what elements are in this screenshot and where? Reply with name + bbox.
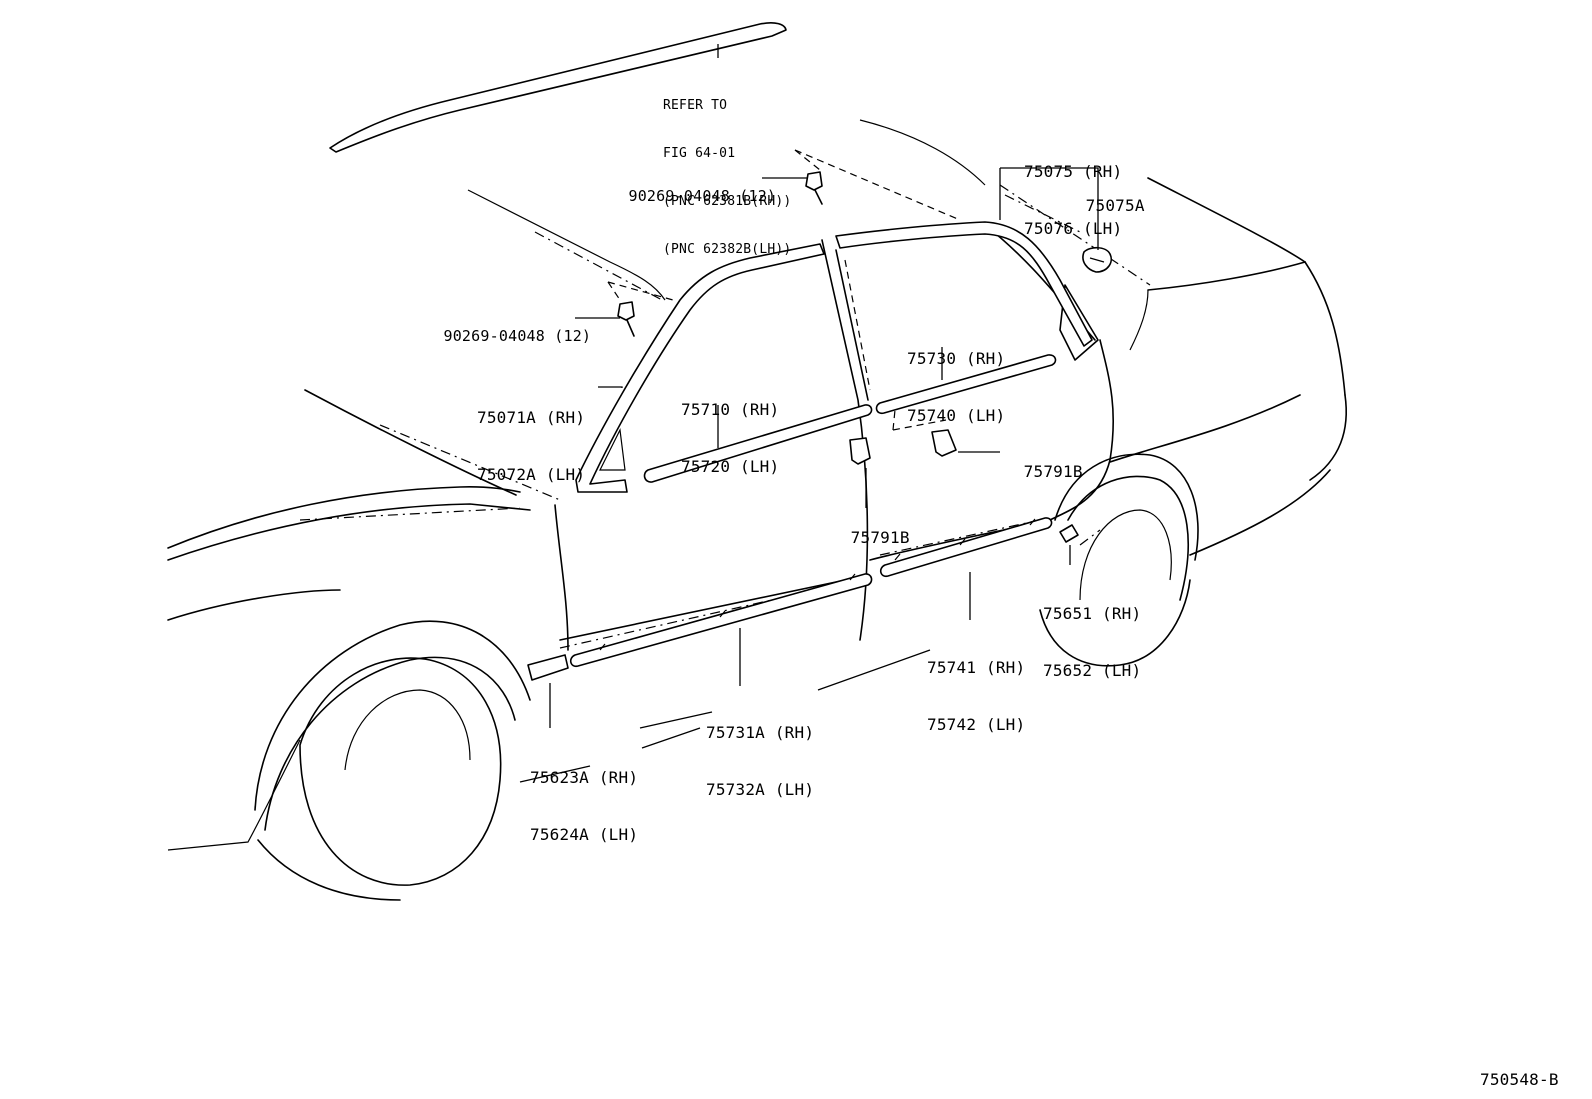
callout-rear-door-side-moulding[interactable]: 75741 (RH) 75742 (LH)	[927, 620, 1025, 753]
front-window-frame-moulding[interactable]	[575, 243, 825, 493]
callout-front-door-side-moulding[interactable]: 75731A (RH) 75732A (LH)	[706, 685, 814, 818]
callout-fender-moulding-rh: 75623A (RH)	[530, 768, 639, 787]
refer-note-line4: (PNC 62382B(LH))	[663, 242, 792, 257]
callout-rear-window-moulding-lh: 75076 (LH)	[1024, 219, 1123, 238]
callout-clip-rear-door[interactable]: 75791B	[1004, 443, 1083, 481]
quarter-moulding[interactable]	[1059, 524, 1079, 543]
refer-note-line2: FIG 64-01	[663, 146, 736, 161]
callout-front-window-frame-lh: 75072A (LH)	[477, 465, 586, 484]
figure-id: 750548-B	[1480, 1070, 1559, 1089]
rear-belt-moulding[interactable]	[875, 354, 1057, 415]
callout-front-door-side-moulding-lh: 75732A (LH)	[706, 780, 815, 799]
front-belt-moulding[interactable]	[643, 404, 873, 483]
callout-clip-front[interactable]: 90269-04048 (12)	[425, 309, 591, 345]
callout-rear-belt-moulding-rh: 75730 (RH)	[907, 349, 1006, 368]
clip-front-icon[interactable]	[617, 301, 635, 337]
callout-front-door-side-moulding-rh: 75731A (RH)	[706, 723, 815, 742]
callout-fender-moulding[interactable]: 75623A (RH) 75624A (LH)	[530, 730, 638, 863]
callout-rear-door-side-moulding-rh: 75741 (RH)	[927, 658, 1026, 677]
clip-front-door-icon[interactable]	[849, 437, 871, 465]
refer-note: REFER TO FIG 64-01 (PNC 62381B(RH)) (PNC…	[663, 66, 791, 274]
callout-clip-upper[interactable]: 90269-04048 (12)	[610, 169, 776, 205]
callout-clip-front-door[interactable]: 75791B	[831, 509, 910, 547]
callout-quarter-moulding-rh: 75651 (RH)	[1043, 604, 1142, 623]
callout-fender-moulding-lh: 75624A (LH)	[530, 825, 639, 844]
fender-moulding[interactable]	[527, 654, 569, 681]
callout-clip-rear-door-pn: 75791B	[1023, 462, 1083, 481]
callout-front-window-frame[interactable]: 75071A (RH) 75072A (LH)	[477, 370, 585, 503]
callout-front-belt-moulding[interactable]: 75710 (RH) 75720 (LH)	[681, 362, 779, 495]
callout-front-window-frame-rh: 75071A (RH)	[477, 408, 586, 427]
callout-rear-clip-pn: 75075A	[1085, 196, 1145, 215]
clip-upper-icon[interactable]	[805, 171, 823, 205]
rear-door-side-moulding[interactable]	[879, 517, 1053, 578]
callout-clip-front-pn: 90269-04048 (12)	[443, 327, 592, 345]
callout-rear-window-moulding[interactable]: 75075 (RH) 75076 (LH)	[1024, 124, 1122, 257]
leader-lines	[519, 44, 1099, 783]
callout-quarter-moulding[interactable]: 75651 (RH) 75652 (LH)	[1043, 566, 1141, 699]
rear-window-frame-moulding[interactable]	[835, 221, 1093, 347]
car-body-outline	[167, 119, 1348, 901]
callout-quarter-moulding-lh: 75652 (LH)	[1043, 661, 1142, 680]
callout-rear-belt-moulding-lh: 75740 (LH)	[907, 406, 1006, 425]
projection-lines	[607, 149, 961, 431]
clip-rear-door-icon[interactable]	[931, 429, 957, 457]
callout-rear-belt-moulding[interactable]: 75730 (RH) 75740 (LH)	[907, 311, 1005, 444]
roof-drip-moulding[interactable]	[329, 22, 787, 153]
callout-rear-window-moulding-rh: 75075 (RH)	[1024, 162, 1123, 181]
callout-front-belt-moulding-rh: 75710 (RH)	[681, 400, 780, 419]
callout-rear-clip[interactable]: 75075A	[1066, 177, 1145, 215]
refer-note-line1: REFER TO	[663, 98, 728, 113]
front-door-side-moulding[interactable]	[569, 573, 873, 668]
callout-rear-door-side-moulding-lh: 75742 (LH)	[927, 715, 1026, 734]
refer-note-line3: (PNC 62381B(RH))	[663, 194, 792, 209]
callout-front-belt-moulding-lh: 75720 (LH)	[681, 457, 780, 476]
callout-clip-front-door-pn: 75791B	[850, 528, 910, 547]
callout-clip-upper-pn: 90269-04048 (12)	[628, 187, 777, 205]
